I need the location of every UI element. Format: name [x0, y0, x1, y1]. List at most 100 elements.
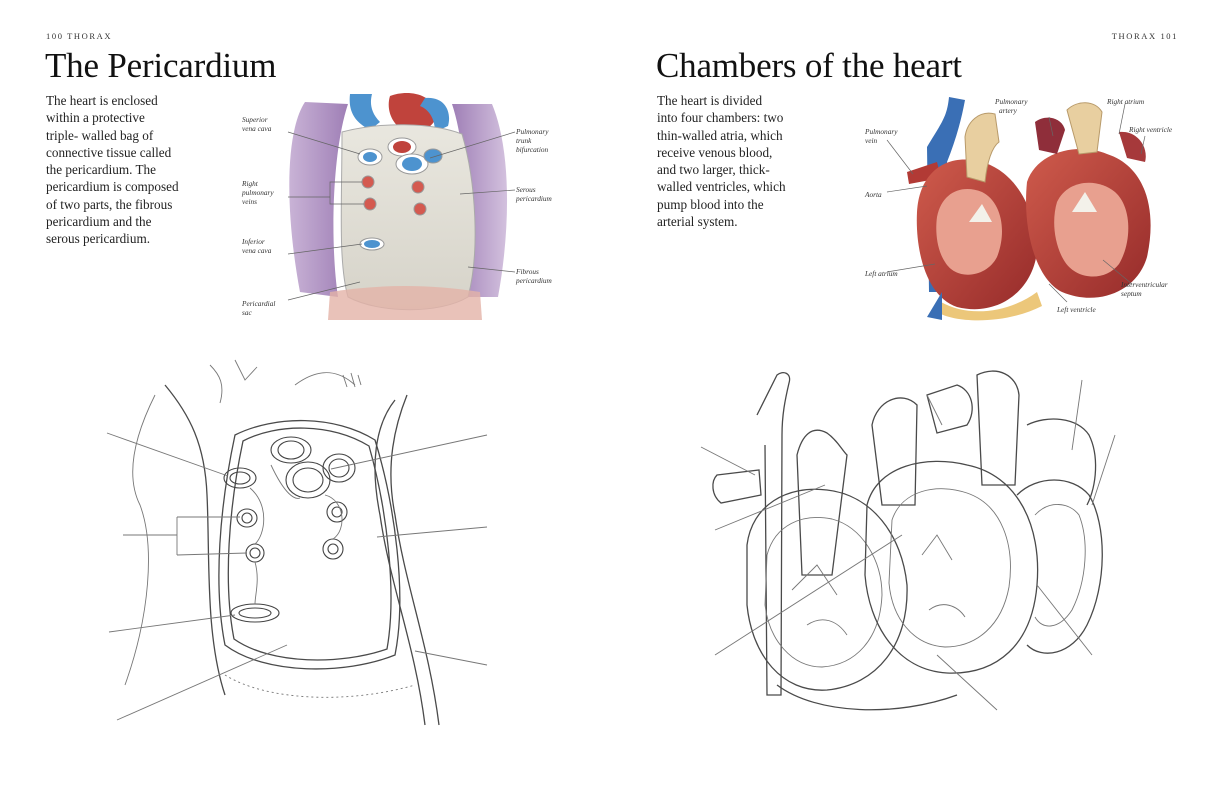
label-left-atrium: Left atrium	[864, 269, 898, 278]
superior-vena-cava-shape	[349, 94, 380, 130]
right-atrium-top-shape	[1119, 131, 1146, 162]
diaphragm-shape	[328, 286, 482, 320]
line-left-chest-contour	[124, 394, 156, 686]
line-right-section-valves	[921, 534, 966, 618]
line-rpv-upper-lumen	[241, 512, 253, 524]
pulmonary-trunk-lumen	[402, 157, 422, 171]
line-left-section-outer	[746, 488, 908, 691]
line-pulmonary-vein	[712, 469, 762, 504]
aorta-cut-shape	[964, 112, 1000, 183]
line-rpv-lower-lumen	[249, 547, 261, 559]
body-text-pericardium: The heart is enclosed within a protectiv…	[46, 92, 216, 248]
right-pulmonary-vein-lower	[363, 197, 377, 211]
line-right-ventricle-outer	[1016, 479, 1103, 654]
body-line: The heart is divided	[657, 93, 763, 108]
line-diaphragm-fringe	[224, 674, 416, 698]
line-aorta-lumen	[277, 440, 305, 460]
label-pulmonary-trunk-2: trunk	[516, 136, 532, 145]
blank-leader-right-ventricle	[1091, 434, 1116, 506]
label-superior-vena-cava-2: vena cava	[242, 124, 272, 133]
line-lpv-upper	[326, 501, 348, 523]
body-line: pericardium is composed	[46, 179, 179, 195]
line-ivc-ring	[230, 603, 280, 623]
line-right-pleura-outer	[390, 394, 440, 726]
leader-pulmonary-vein	[886, 139, 914, 175]
left-pleura-shape	[289, 102, 348, 297]
body-line: receive venous blood,	[657, 144, 773, 160]
body-line: of two parts, the fibrous	[46, 196, 173, 212]
left-section-chamber	[936, 189, 1002, 275]
label-right-pulmonary-veins-1: Right	[241, 179, 259, 188]
heart-chambers-color-illustration: Pulmonary vein Aorta Left atrium Pulmona…	[864, 97, 1173, 321]
pericardium-line-drawing	[106, 359, 488, 726]
line-lpv-lower	[322, 538, 344, 560]
body-line: arterial system.	[657, 214, 738, 230]
body-line: The heart is enclosed	[46, 93, 158, 108]
line-right-atrium-top	[1026, 418, 1097, 506]
left-pulmonary-vein-lower	[413, 202, 427, 216]
line-pulmonary-artery-tube	[871, 397, 918, 506]
line-neck-left	[209, 364, 223, 404]
blank-leader-septum	[1036, 584, 1093, 656]
heart-chambers-line-drawing	[700, 370, 1116, 711]
left-page: 100 THORAX The Pericardium The heart is …	[0, 0, 611, 800]
line-aortic-root	[926, 384, 973, 434]
label-aorta: Aorta	[864, 190, 882, 199]
leader-interventricular-septum	[1102, 259, 1133, 285]
body-line: walled ventricles, which	[657, 179, 786, 195]
blank-leader-1	[106, 432, 229, 477]
label-inferior-vena-cava-2: vena cava	[242, 246, 272, 255]
right-pulmonary-vein-upper	[361, 175, 375, 189]
line-svc-ring	[223, 467, 257, 489]
label-pulmonary-artery-2: artery	[999, 106, 1018, 115]
label-pericardial-sac-1: Pericardial	[241, 299, 275, 308]
blank-leader-6	[414, 650, 488, 666]
label-left-ventricle: Left ventricle	[1056, 305, 1096, 314]
line-ivc-lumen	[238, 607, 272, 619]
blank-leader-5	[108, 614, 236, 633]
line-right-pleura-inner	[374, 399, 426, 726]
right-page: THORAX 101 Chambers of the heart The hea…	[612, 0, 1223, 800]
ivc-stub-shape	[927, 292, 942, 320]
label-pulmonary-trunk-1: Pulmonary	[515, 127, 549, 136]
left-section-fat	[937, 292, 1042, 321]
line-apex	[776, 684, 958, 711]
label-superior-vena-cava-1: Superior	[242, 115, 268, 124]
line-neck-mid	[234, 359, 258, 381]
leader-pericardial-sac	[287, 281, 361, 301]
line-left-pleura	[164, 384, 226, 696]
body-line: triple- walled bag of	[46, 127, 154, 143]
line-svc-lumen	[229, 471, 251, 485]
line-right-ventricle-inner	[1034, 504, 1086, 627]
label-pulmonary-vein-2: vein	[865, 136, 878, 145]
line-right-section-inner	[888, 488, 1011, 648]
label-fibrous-pericardium-2: pericardium	[515, 276, 552, 285]
label-right-pulmonary-veins-2: pulmonary	[241, 188, 274, 197]
pulmonary-trunk-shape	[420, 97, 450, 132]
blank-leader-right-atrium	[1071, 379, 1083, 451]
blank-leader-aorta	[714, 484, 826, 531]
leader-right-ventricle	[1140, 135, 1146, 155]
leader-left-atrium	[886, 263, 936, 273]
label-serous-pericardium-1: Serous	[516, 185, 536, 194]
body-line: connective tissue called	[46, 144, 172, 160]
leader-left-ventricle	[1048, 283, 1068, 303]
label-pulmonary-vein-1: Pulmonary	[864, 127, 898, 136]
body-line: serous pericardium.	[46, 231, 150, 247]
running-head-right: THORAX 101	[1111, 31, 1178, 41]
blank-leader-3-bracket	[123, 516, 248, 556]
page-title-pericardium: The Pericardium	[45, 46, 277, 85]
label-fibrous-pericardium-1: Fibrous	[515, 267, 539, 276]
label-interventricular-septum-1: Interventricular	[1120, 280, 1168, 289]
page-title-chambers: Chambers of the heart	[656, 46, 962, 85]
ivc-lumen	[364, 240, 380, 248]
body-line: pericardium and the	[46, 214, 152, 230]
leader-pulmonary-trunk-bifurcation	[429, 131, 516, 159]
line-rpv-upper	[236, 508, 258, 528]
label-right-atrium: Right atrium	[1106, 97, 1144, 106]
leader-right-pulmonary-veins	[288, 181, 364, 205]
right-section-chamber	[1054, 182, 1129, 277]
pulmonary-artery-dark-shape	[1035, 117, 1065, 154]
blank-leader-pulmonary-artery	[926, 394, 943, 426]
body-line: thin-walled atria, which	[657, 127, 783, 143]
